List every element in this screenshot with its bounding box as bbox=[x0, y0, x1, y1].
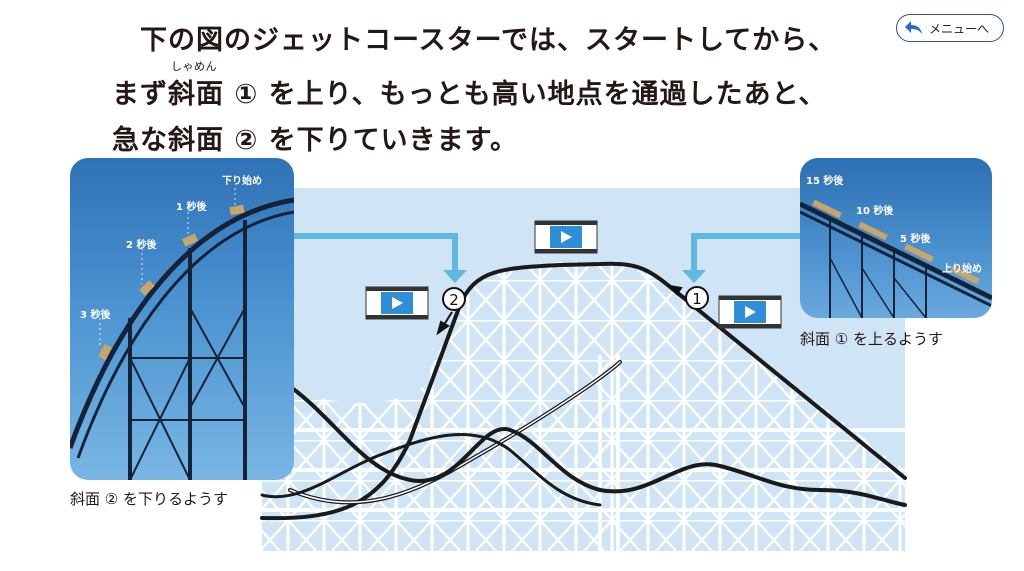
label-ascent-5s: 5 秒後 bbox=[900, 234, 931, 245]
arrow-head-right bbox=[682, 270, 706, 283]
svg-text:1: 1 bbox=[692, 290, 702, 308]
label-descent-1s: 1 秒後 bbox=[176, 202, 207, 213]
intro-line-1: 下の図のジェットコースターでは、スタートしてから、 bbox=[140, 25, 837, 56]
track-curve-b bbox=[278, 378, 907, 507]
main-track bbox=[260, 261, 907, 521]
coaster-cars bbox=[812, 199, 980, 285]
photo-slope2-descent: 下り始め 1 秒後 2 秒後 3 秒後 bbox=[70, 158, 294, 480]
intro-text: 下の図のジェットコースターでは、スタートしてから、 しゃめん まず斜面 ① を上… bbox=[0, 0, 1024, 160]
arrow-from-slope1-photo bbox=[691, 233, 800, 272]
intro-line-2: まず斜面 ① を上り、もっとも高い地点を通過したあと、 bbox=[112, 79, 827, 110]
track-curve-a-inner bbox=[289, 361, 621, 504]
photo-slope1-ascent: 15 秒後 10 秒後 5 秒後 上り始め bbox=[800, 158, 992, 318]
support-beams bbox=[262, 355, 905, 551]
label-descent-start: 下り始め bbox=[222, 176, 262, 187]
guide-arrows bbox=[294, 233, 800, 272]
caption-slope2: 斜面 ② を下りるようす bbox=[70, 490, 228, 508]
label-ascent-start: 上り始め bbox=[942, 264, 982, 275]
label-descent-2s: 2 秒後 bbox=[126, 240, 157, 251]
ruby-shamen: しゃめん bbox=[171, 60, 217, 73]
track-curve-c bbox=[260, 432, 602, 507]
intro-line-3: 急な斜面 ② を下りていきます。 bbox=[112, 125, 518, 156]
label-ascent-15s: 15 秒後 bbox=[806, 176, 844, 187]
direction-arrows bbox=[436, 284, 687, 336]
back-arrow-icon bbox=[905, 21, 922, 34]
video-button-right[interactable] bbox=[718, 295, 782, 329]
label-descent-3s: 3 秒後 bbox=[80, 310, 111, 321]
video-button-top[interactable] bbox=[534, 220, 598, 254]
caption-slope1: 斜面 ① を上るようす bbox=[800, 330, 943, 348]
label-ascent-10s: 10 秒後 bbox=[856, 206, 894, 217]
menu-button-label: メニューへ bbox=[929, 21, 990, 36]
coaster-cars bbox=[98, 204, 245, 361]
marker-slope1: 1 bbox=[685, 286, 709, 310]
svg-text:2: 2 bbox=[449, 291, 459, 309]
coaster-tracks bbox=[260, 261, 907, 521]
arrow-from-slope2-photo bbox=[294, 233, 458, 272]
arrow-head-left bbox=[443, 270, 467, 283]
video-button-left[interactable] bbox=[365, 286, 429, 320]
menu-button[interactable]: メニューへ bbox=[896, 14, 1004, 42]
marker-slope2: 2 bbox=[442, 287, 466, 311]
